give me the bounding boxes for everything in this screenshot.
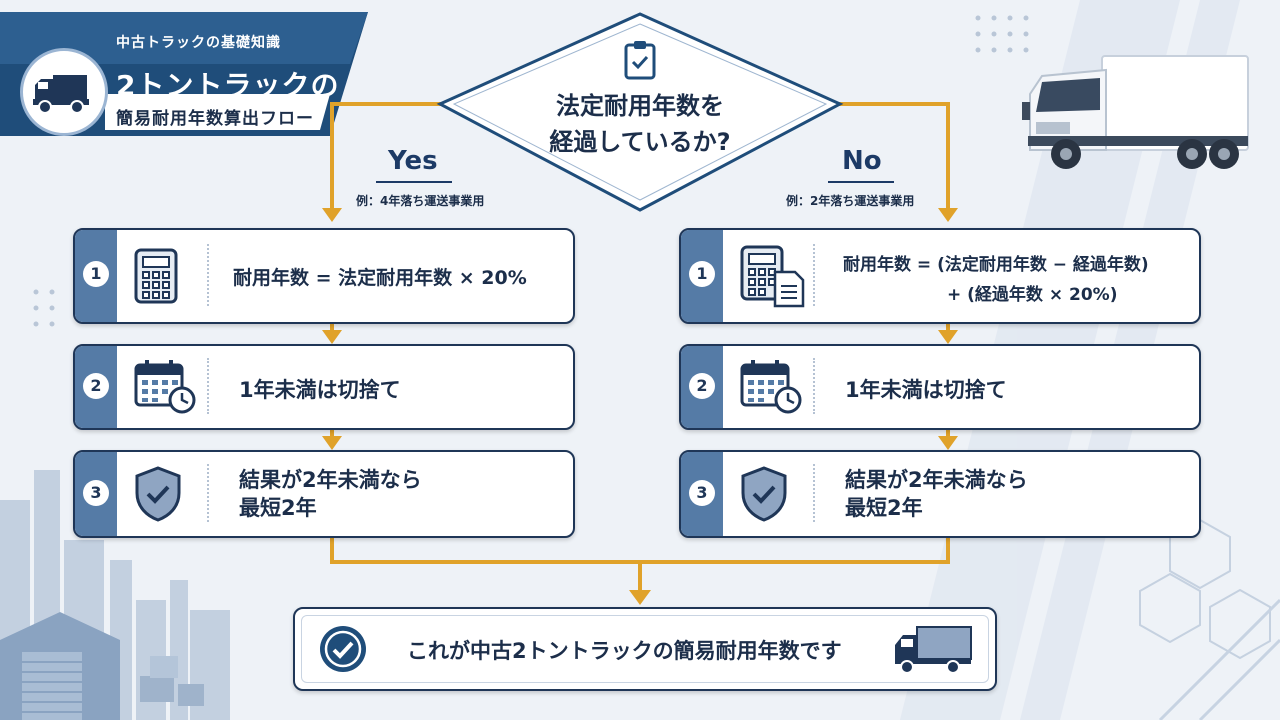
shield-check-icon [741, 466, 787, 522]
calculator-document-icon [740, 245, 805, 308]
no-label-underline [828, 181, 894, 183]
step-text-line2: 最短2年 [845, 496, 923, 520]
no-example: 例：2年落ち運送事業用 [786, 194, 915, 208]
decision-line1: 法定耐用年数を [556, 92, 724, 120]
title-banner: 中古トラックの基礎知識 2トントラックの 簡易耐用年数算出フロー [0, 12, 368, 136]
yes-step-1: 1 耐用年数 = 法定耐用年数 × 20% [73, 228, 575, 324]
yes-label: Yes [388, 146, 438, 176]
no-label: No [842, 146, 882, 176]
step-text: 耐用年数 = (法定耐用年数 − 経過年数) + (経過年数 × 20%) [843, 250, 1149, 310]
result-inner-border [301, 615, 989, 683]
yes-label-underline [376, 181, 452, 183]
step-divider [207, 464, 209, 522]
decision-line2: 経過しているか? [549, 128, 731, 156]
step-text: 1年未満は切捨て [845, 378, 1007, 402]
yes-step-2: 2 1年未満は切捨て [73, 344, 575, 430]
clipboard-check-icon [624, 41, 656, 80]
truck-icon [895, 626, 972, 674]
step-number: 3 [83, 480, 109, 506]
step-text-line1: 耐用年数 = (法定耐用年数 − 経過年数) [843, 255, 1149, 275]
banner-title: 2トントラックの [116, 69, 340, 102]
step-text: 耐用年数 = 法定耐用年数 × 20% [233, 267, 527, 289]
truck-illustration [1022, 55, 1249, 169]
result-box: これが中古2トントラックの簡易耐用年数です [293, 607, 997, 691]
decision-question: 法定耐用年数を 経過しているか? [505, 88, 775, 160]
step-divider [813, 244, 815, 306]
step-text-line2: 最短2年 [239, 496, 317, 520]
step-number: 1 [689, 261, 715, 287]
banner-title-line2: 簡易耐用年数算出フロー [116, 109, 314, 129]
step-number: 3 [689, 480, 715, 506]
calculator-icon [134, 248, 178, 304]
no-step-2: 2 1年未満は切捨て [679, 344, 1201, 430]
yes-step-3: 3 結果が2年未満なら 最短2年 [73, 450, 575, 538]
step-text-line1: 結果が2年未満なら [239, 468, 422, 492]
truck-icon [20, 48, 108, 136]
step-divider [207, 358, 209, 414]
step-number: 2 [689, 373, 715, 399]
banner-subtitle: 中古トラックの基礎知識 [116, 35, 281, 51]
result-text: これが中古2トントラックの簡易耐用年数です [407, 639, 842, 663]
step-text-line1: 結果が2年未満なら [845, 468, 1028, 492]
step-text-line2: + (経過年数 × 20%) [947, 285, 1118, 305]
step-divider [813, 358, 815, 414]
calendar-clock-icon [740, 360, 802, 414]
step-text: 結果が2年未満なら 最短2年 [845, 466, 1028, 522]
step-number: 2 [83, 373, 109, 399]
calendar-clock-icon [134, 360, 196, 414]
no-step-1: 1 耐用年数 = (法定耐用年数 − 経過年数) + (経過年数 × 20%) [679, 228, 1201, 324]
yes-example: 例：4年落ち運送事業用 [356, 194, 485, 208]
step-text: 結果が2年未満なら 最短2年 [239, 466, 422, 522]
step-divider [207, 244, 209, 306]
check-circle-icon [320, 626, 366, 672]
step-divider [813, 464, 815, 522]
step-number: 1 [83, 261, 109, 287]
step-text: 1年未満は切捨て [239, 378, 401, 402]
shield-check-icon [135, 466, 181, 522]
no-step-3: 3 結果が2年未満なら 最短2年 [679, 450, 1201, 538]
